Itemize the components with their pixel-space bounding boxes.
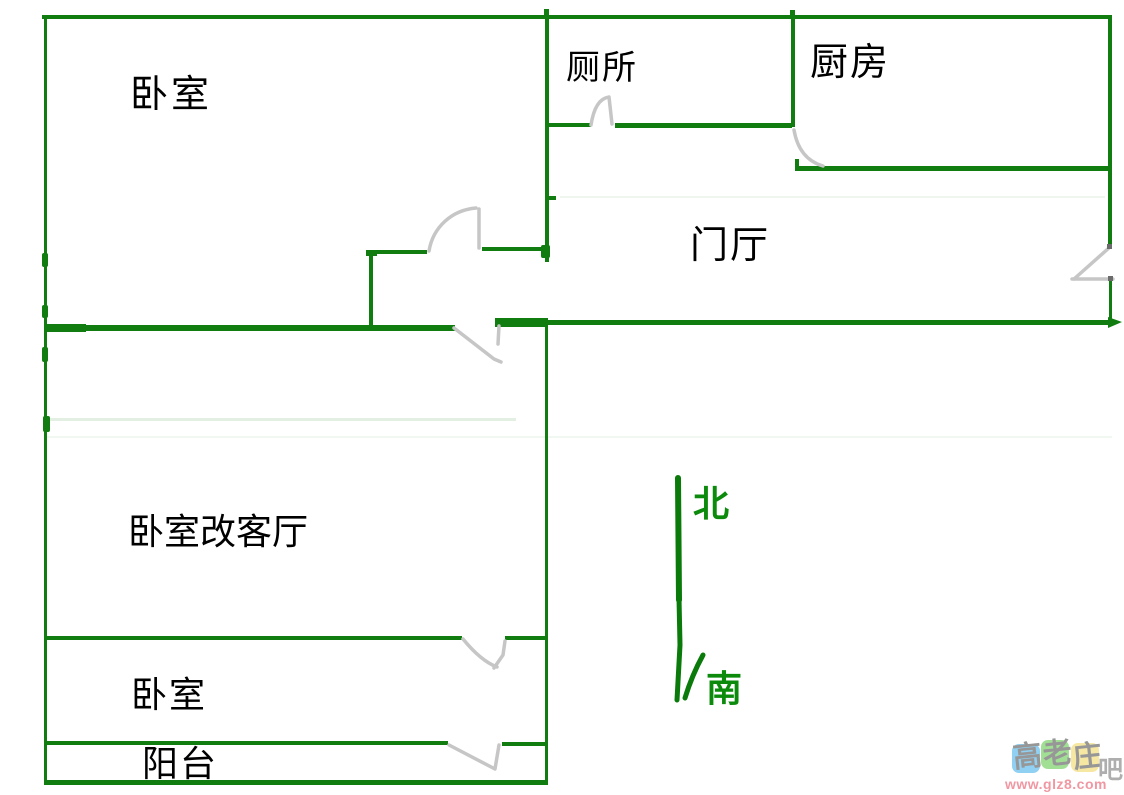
wall-vestibule-vert: [369, 252, 373, 327]
watermark-suffix: 吧: [1098, 757, 1124, 784]
doors: [427, 95, 1115, 771]
ghost-lines: [46, 196, 1112, 438]
wall-blob: [43, 416, 50, 432]
wall-blob: [541, 245, 550, 258]
kitchen-door-arc-icon: [792, 128, 825, 168]
room-label-living: 卧室改客厅: [128, 512, 309, 552]
wall-left: [44, 15, 47, 785]
wall-end-point: [1108, 317, 1122, 328]
watermark-url: www.glz8.com: [1005, 776, 1107, 792]
bedroom2-door-leaf-icon: [492, 639, 507, 670]
wall-living-bottom-right: [505, 636, 548, 640]
wall-top: [42, 15, 1112, 19]
compass-shaft: [675, 475, 682, 603]
living-door-jamb-icon: [496, 324, 501, 346]
room-label-toilet: 厕所: [566, 50, 638, 87]
wall-right-lower: [1109, 279, 1112, 323]
walls: [42, 9, 1122, 785]
ghost-line: [46, 418, 516, 421]
wall-living-bottom-left: [44, 636, 462, 640]
wall-bottom: [44, 780, 548, 785]
wall-blob: [42, 347, 48, 362]
compass-arrowhead: [682, 652, 706, 701]
entry-door-hinge-dot: [1107, 244, 1112, 249]
watermark-tile-green: [1041, 740, 1069, 769]
wall-vestibule-right: [482, 247, 546, 251]
toilet-door-arc-icon: [589, 95, 614, 127]
compass-arrow: [674, 475, 706, 703]
wall-toilet-bottom-left: [546, 123, 591, 127]
compass-label-north: 北: [693, 484, 730, 524]
ghost-line: [560, 196, 1105, 198]
wall-blob: [44, 324, 86, 332]
room-label-balcony: 阳台: [142, 744, 219, 784]
room-label-kitchen: 厨房: [810, 42, 891, 84]
watermark: 高 老 庄 吧 www.glz8.com: [1004, 736, 1124, 795]
wall-toilet-bottom-right: [615, 123, 792, 128]
wall-blob: [42, 253, 48, 267]
wall-stub-thick: [495, 318, 548, 327]
room-label-hall: 门厅: [690, 225, 771, 267]
wall-blob: [42, 305, 48, 318]
wall-bedroom1-bottom: [44, 325, 455, 331]
wall-tick: [795, 159, 799, 167]
wall-tick: [545, 196, 556, 200]
wall-right-upper: [1108, 15, 1112, 245]
bedroom-door-arc-icon: [427, 206, 478, 253]
wall-center-lower: [545, 322, 548, 782]
ghost-line: [46, 436, 1112, 438]
wall-center-upper: [545, 15, 549, 262]
wall-balcony-top-left: [44, 741, 448, 745]
watermark-char-2: 老: [1041, 736, 1074, 772]
wall-hall-bottom: [546, 320, 1112, 325]
watermark-char-1: 高: [1011, 739, 1044, 775]
wall-kitchen-bottom: [795, 166, 1110, 171]
bedroom2-door-arc-icon: [461, 637, 499, 669]
balcony-door-icon: [447, 743, 501, 771]
compass-shaft-lower: [674, 595, 683, 703]
wall-toilet-kitchen: [791, 15, 795, 127]
living-door-leaf-icon: [452, 326, 503, 364]
wall-tick: [790, 10, 795, 17]
wall-tick: [544, 9, 549, 17]
watermark-tile-blue: [1012, 744, 1040, 773]
compass-label-south: 南: [706, 669, 743, 709]
watermark-tile-yellow: [1071, 743, 1099, 772]
wall-balcony-top-right: [502, 742, 548, 746]
entry-door-leaf-icon: [1072, 245, 1112, 281]
room-label-bedroom-top: 卧室: [130, 74, 213, 116]
entry-door-latch-dot: [1108, 276, 1113, 281]
wall-vestibule-horiz: [369, 250, 427, 254]
room-label-bedroom-bottom: 卧室: [131, 675, 208, 715]
